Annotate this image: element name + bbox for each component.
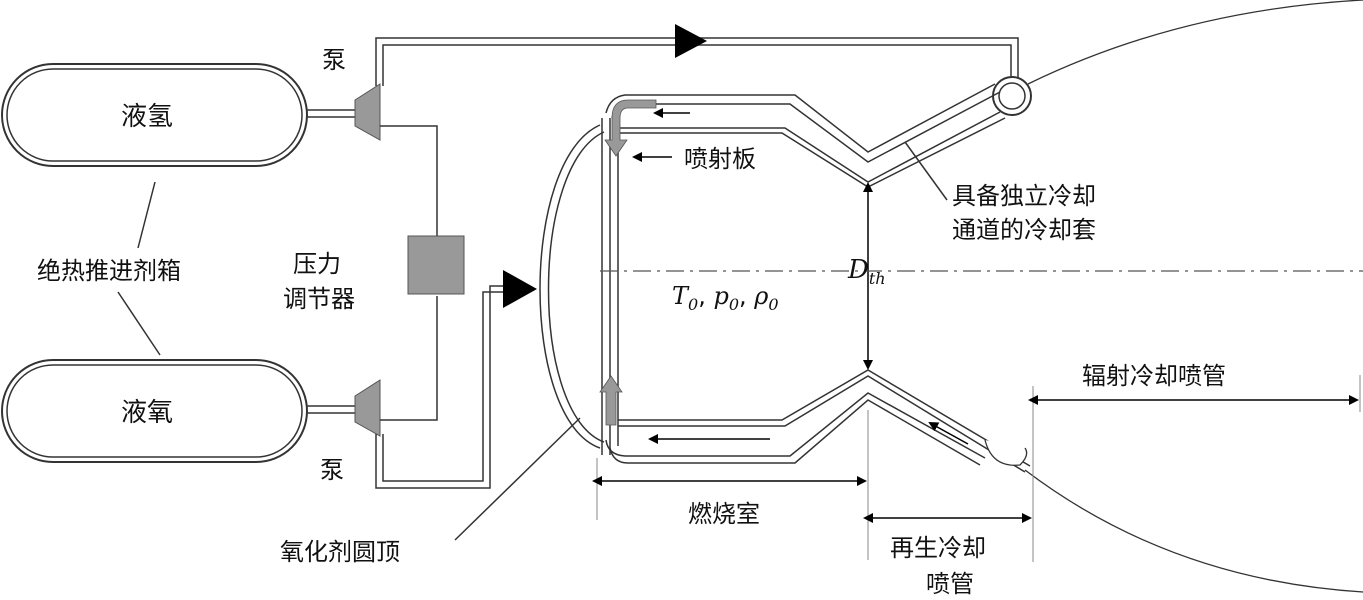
combustion-chamber-label: 燃烧室	[688, 500, 760, 528]
injector-flow-arrow-bottom	[599, 375, 623, 426]
injector-label: 喷射板	[684, 145, 756, 173]
lh2-pump	[354, 83, 381, 141]
regulator-label-line2: 调节器	[283, 285, 355, 313]
lox-discharge-line	[375, 285, 505, 489]
flow-arrow-lh2	[675, 24, 707, 58]
tank-leader-bottom	[117, 291, 161, 356]
lox-tank-label: 液氧	[121, 398, 173, 428]
radiation-nozzle-upper	[1027, 0, 1363, 85]
coolant-flow-arrow-nozzle	[928, 422, 969, 445]
injector-flow-arrow-top	[604, 99, 657, 157]
oxidizer-dome-leader	[454, 417, 581, 541]
cooling-jacket-leader	[904, 141, 948, 201]
regen-nozzle-label-line2: 喷管	[926, 570, 974, 598]
pressure-regulator	[407, 235, 465, 295]
lox-tank	[1, 359, 308, 463]
chamber-wall-lower	[605, 369, 1031, 473]
flow-arrow-lox	[503, 270, 537, 308]
pump-label-bottom: 泵	[320, 456, 344, 484]
regulator-label-line1: 压力	[293, 250, 341, 278]
lh2-tank-label: 液氢	[121, 102, 173, 132]
cooling-jacket-label-line2: 通道的冷却套	[952, 216, 1096, 244]
cooling-jacket-label-line1: 具备独立冷却	[952, 182, 1096, 210]
radiation-nozzle-label: 辐射冷却喷管	[1082, 362, 1226, 390]
chamber-conditions-label: T0, p0, ρ0	[672, 282, 779, 314]
throat-diameter-label: Dth	[847, 255, 886, 288]
lox-pump	[354, 379, 381, 437]
lox-feed-pipe	[307, 405, 355, 414]
oxidizer-dome-label: 氧化剂圆顶	[280, 538, 400, 566]
tank-leader-top	[137, 181, 156, 249]
lh2-feed-pipe	[307, 109, 355, 118]
nozzle-junction	[984, 439, 1028, 466]
pump-label-top: 泵	[322, 46, 346, 74]
dimension-extensions	[596, 375, 1361, 562]
regen-nozzle-label-line1: 再生冷却	[890, 534, 986, 562]
regulator-line	[380, 125, 438, 421]
lh2-tank	[1, 63, 308, 167]
tanks-caption: 绝热推进剂箱	[37, 257, 181, 285]
chamber-wall-upper	[605, 83, 1006, 188]
radiation-nozzle-lower	[1024, 469, 1363, 593]
